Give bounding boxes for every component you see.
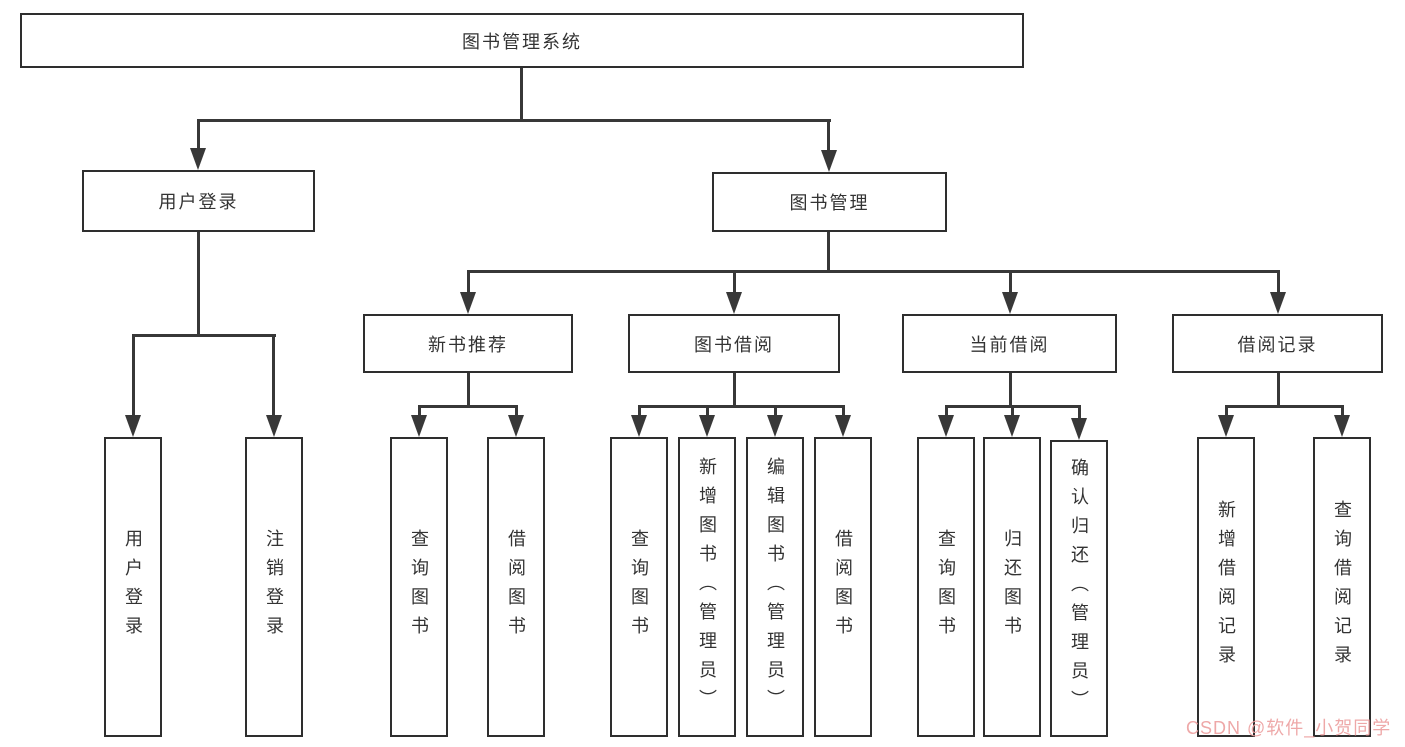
arrow-down-icon xyxy=(1071,418,1087,440)
node-new-book-recommend: 新书推荐 xyxy=(363,314,573,373)
connector-line xyxy=(1225,405,1228,417)
connector-line xyxy=(418,405,518,408)
arrow-down-icon xyxy=(1218,415,1234,437)
leaf-current-return-books: 归还图书 xyxy=(983,437,1041,737)
leaf-borrow-borrow-books: 借阅图书 xyxy=(814,437,872,737)
arrow-down-icon xyxy=(411,415,427,437)
leaf-newrec-query-books: 查询图书 xyxy=(390,437,448,737)
arrow-down-icon xyxy=(699,415,715,437)
connector-line xyxy=(774,405,777,417)
arrow-down-icon xyxy=(1004,415,1020,437)
connector-line xyxy=(197,119,200,150)
arrow-down-icon xyxy=(1270,292,1286,314)
connector-line xyxy=(197,232,200,336)
connector-line xyxy=(706,405,709,417)
connector-line xyxy=(515,405,518,417)
leaf-borrow-edit-books-admin: 编辑图书（管理员） xyxy=(746,437,804,737)
connector-line xyxy=(1341,405,1344,417)
connector-line xyxy=(1277,373,1280,407)
leaf-current-confirm-return-admin: 确认归还（管理员） xyxy=(1050,440,1108,737)
arrow-down-icon xyxy=(726,292,742,314)
arrow-down-icon xyxy=(1002,292,1018,314)
arrow-down-icon xyxy=(821,150,837,172)
connector-line xyxy=(1078,405,1081,419)
connector-line xyxy=(733,270,736,294)
connector-line xyxy=(1277,270,1280,294)
leaf-user-login: 用户登录 xyxy=(104,437,162,737)
leaf-record-query-borrow-record: 查询借阅记录 xyxy=(1313,437,1371,737)
arrow-down-icon xyxy=(767,415,783,437)
csdn-watermark: CSDN @软件_小贺同学 xyxy=(1186,718,1392,738)
connector-line xyxy=(132,334,276,337)
leaf-borrow-add-books-admin: 新增图书（管理员） xyxy=(678,437,736,737)
connector-line xyxy=(945,405,948,417)
connector-line xyxy=(827,232,830,272)
node-user-login: 用户登录 xyxy=(82,170,315,232)
arrow-down-icon xyxy=(460,292,476,314)
node-library-system-root: 图书管理系统 xyxy=(20,13,1024,68)
arrow-down-icon xyxy=(508,415,524,437)
connector-line xyxy=(467,373,470,407)
node-current-borrow: 当前借阅 xyxy=(902,314,1117,373)
connector-line xyxy=(467,270,470,294)
leaf-current-query-books: 查询图书 xyxy=(917,437,975,737)
connector-line xyxy=(1009,373,1012,407)
connector-line xyxy=(418,405,421,417)
connector-line xyxy=(733,373,736,407)
connector-line xyxy=(132,334,135,417)
connector-line xyxy=(272,334,275,417)
connector-line xyxy=(1011,405,1014,417)
arrow-down-icon xyxy=(1334,415,1350,437)
leaf-borrow-query-books: 查询图书 xyxy=(610,437,668,737)
leaf-user-logout: 注销登录 xyxy=(245,437,303,737)
node-book-borrow: 图书借阅 xyxy=(628,314,840,373)
leaf-record-add-borrow-record: 新增借阅记录 xyxy=(1197,437,1255,737)
connector-line xyxy=(1009,270,1012,294)
connector-line xyxy=(638,405,845,408)
leaf-newrec-borrow-books: 借阅图书 xyxy=(487,437,545,737)
connector-line xyxy=(467,270,1280,273)
connector-line xyxy=(520,68,523,121)
arrow-down-icon xyxy=(125,415,141,437)
connector-line xyxy=(827,119,830,152)
connector-line xyxy=(197,119,831,122)
node-borrow-record: 借阅记录 xyxy=(1172,314,1383,373)
connector-line xyxy=(638,405,641,417)
arrow-down-icon xyxy=(631,415,647,437)
arrow-down-icon xyxy=(938,415,954,437)
arrow-down-icon xyxy=(266,415,282,437)
arrow-down-icon xyxy=(835,415,851,437)
connector-line xyxy=(842,405,845,417)
arrow-down-icon xyxy=(190,148,206,170)
node-book-management: 图书管理 xyxy=(712,172,947,232)
connector-line xyxy=(1225,405,1344,408)
